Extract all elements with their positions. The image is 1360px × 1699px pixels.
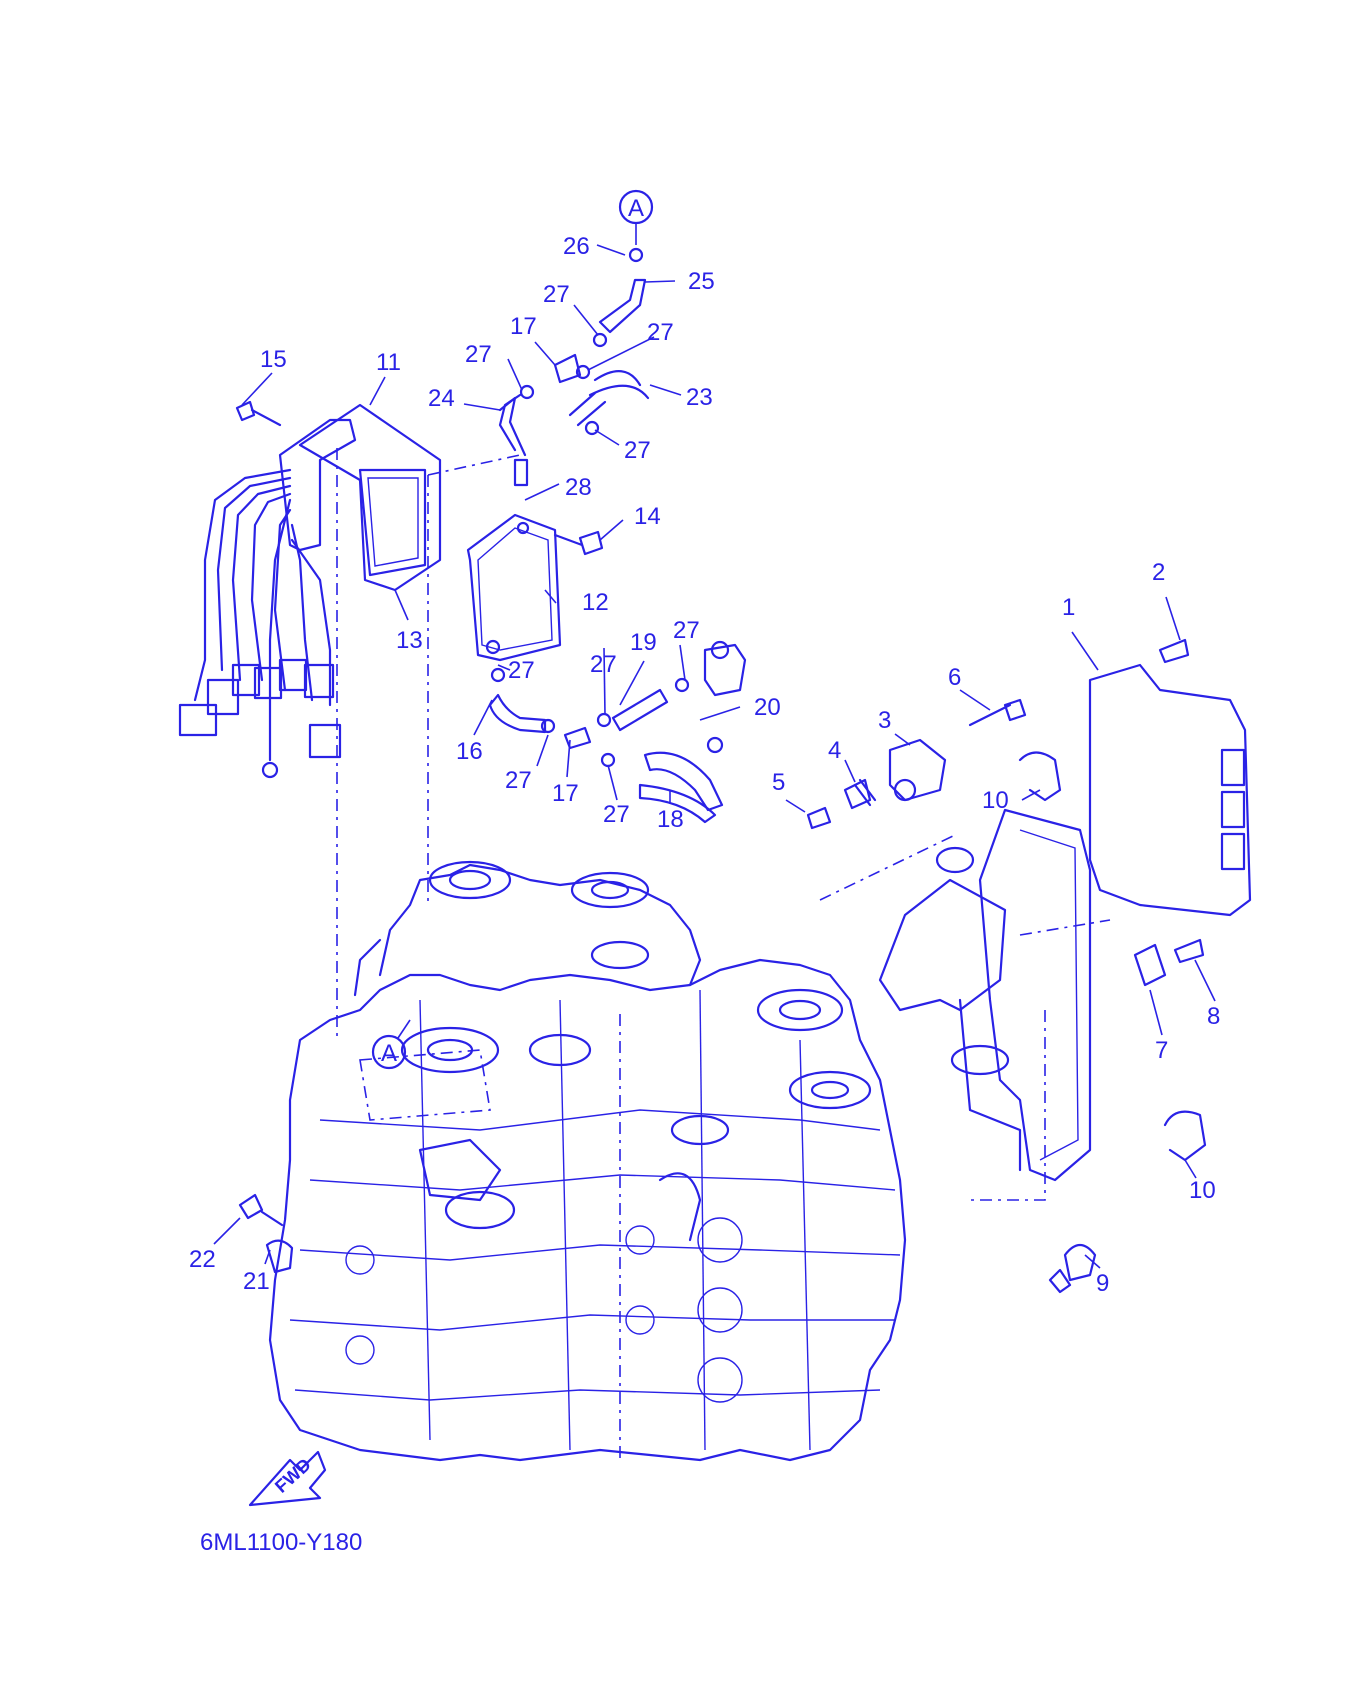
callout-21: 21 xyxy=(243,1268,270,1295)
callout-27-g: 27 xyxy=(590,651,617,678)
callout-27-h: 27 xyxy=(505,767,532,794)
callout-1: 1 xyxy=(1062,594,1075,621)
drawing-code: 6ML1100-Y180 xyxy=(200,1529,362,1556)
callout-4: 4 xyxy=(828,737,841,764)
callout-18: 18 xyxy=(657,806,684,833)
callout-20: 20 xyxy=(754,694,781,721)
callout-10-lower: 10 xyxy=(1189,1177,1216,1204)
callout-2: 2 xyxy=(1152,559,1165,586)
reference-marker-top: A xyxy=(618,189,654,245)
callout-27-d: 27 xyxy=(624,437,651,464)
fasteners xyxy=(235,400,604,556)
reference-marker-engine-label: A xyxy=(381,1040,397,1067)
callout-15: 15 xyxy=(260,346,287,373)
engine-block xyxy=(268,860,907,1462)
callout-24: 24 xyxy=(428,385,455,412)
callout-11: 11 xyxy=(376,349,401,376)
callout-27-f: 27 xyxy=(673,617,700,644)
module-1 xyxy=(1088,638,1252,917)
callout-27-a: 27 xyxy=(543,281,570,308)
parts-3-6 xyxy=(806,698,1062,830)
plate-12 xyxy=(466,513,562,662)
callout-12: 12 xyxy=(582,589,609,616)
clamps xyxy=(238,938,1207,1294)
callout-numbers: 1 2 3 4 5 6 7 8 9 10 10 11 12 13 14 15 1… xyxy=(189,233,1220,1297)
callout-27-i: 27 xyxy=(603,801,630,828)
callout-27-b: 27 xyxy=(647,319,674,346)
callout-26: 26 xyxy=(563,233,590,260)
callout-27-c: 27 xyxy=(465,341,492,368)
bracket-assembly xyxy=(878,808,1092,1182)
callout-23: 23 xyxy=(686,384,713,411)
hoses-top xyxy=(498,247,650,487)
callout-22: 22 xyxy=(189,1246,216,1273)
callout-25: 25 xyxy=(688,268,715,295)
callout-3: 3 xyxy=(878,707,891,734)
callout-leaders xyxy=(213,244,1216,1269)
callout-9: 9 xyxy=(1096,1270,1109,1297)
callout-7: 7 xyxy=(1155,1037,1168,1064)
callout-28: 28 xyxy=(565,474,592,501)
callout-13: 13 xyxy=(396,627,423,654)
callout-10-upper: 10 xyxy=(982,787,1009,814)
hoses-middle xyxy=(488,640,747,824)
callout-17-upper: 17 xyxy=(510,313,537,340)
fwd-arrow: FWD xyxy=(248,1450,327,1507)
module-11-13 xyxy=(298,403,442,592)
callout-16: 16 xyxy=(456,738,483,765)
reference-marker-engine: A xyxy=(371,1019,411,1070)
assembly-lines xyxy=(336,448,1111,1460)
callout-6: 6 xyxy=(948,664,961,691)
callout-27-e: 27 xyxy=(508,657,535,684)
callout-19: 19 xyxy=(630,629,657,656)
reference-marker-top-label: A xyxy=(628,195,644,222)
callout-5: 5 xyxy=(772,769,785,796)
callout-14: 14 xyxy=(634,503,661,530)
callout-8: 8 xyxy=(1207,1003,1220,1030)
callout-17-lower: 17 xyxy=(552,780,579,807)
wire-harness xyxy=(178,418,357,779)
